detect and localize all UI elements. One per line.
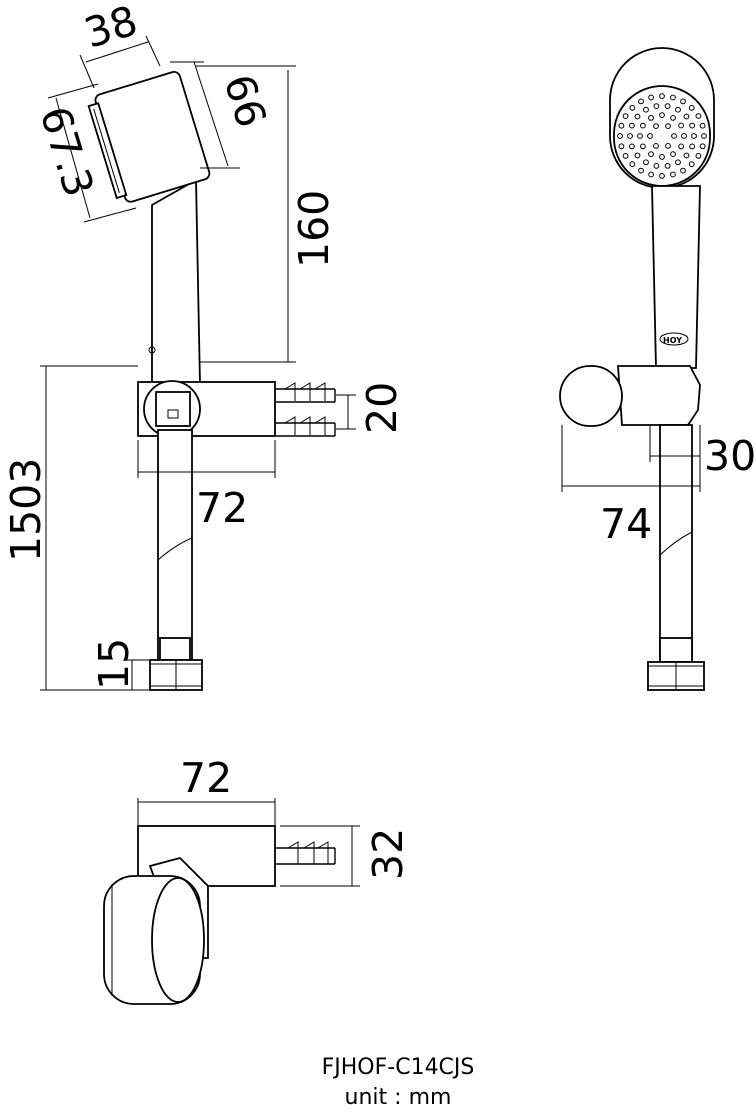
dim-nipple-spacing: 20 [358,382,406,434]
spray-hole [675,106,681,113]
spray-hole [680,98,686,105]
top-dimension-lines [137,798,360,887]
side-view [559,47,715,691]
spray-hole [617,133,623,139]
spray-hole [680,167,686,174]
spray-hole [622,153,629,159]
spray-hole [618,143,625,150]
spray-hole [638,167,644,174]
spray-hole [675,159,681,166]
spray-hole [659,112,665,118]
dim-holder-depth-side: 30 [704,432,756,480]
brand-mark: HOY [663,336,682,345]
spray-hole [695,113,702,119]
spray-hole [670,171,676,178]
spray-hole [683,152,690,159]
spray-hole [670,151,676,158]
spray-hole [659,154,665,160]
spray-hole [618,122,625,129]
side-dimension-lines [561,425,701,492]
spray-holes [617,93,707,179]
spray-hole [634,113,641,120]
unit-label: unit : mm [345,1085,452,1110]
spray-hole [699,143,706,150]
spray-hole [681,133,687,139]
dim-bracket-width-top: 72 [180,754,232,802]
spray-hole [659,173,665,179]
spray-hole [671,133,677,139]
spray-hole [640,122,646,129]
spray-hole [688,104,695,111]
spray-hole [653,143,659,149]
spray-hole [683,113,690,120]
spray-hole [640,143,646,150]
spray-hole [653,103,660,109]
spray-hole [629,143,635,150]
dim-hose-length: 1503 [2,458,50,562]
spray-hole [665,143,671,149]
dim-handle-length: 160 [290,190,338,268]
spray-hole [689,143,695,150]
dim-holder-width: 72 [196,484,248,532]
spray-hole [648,171,654,178]
spray-hole [638,98,644,105]
front-dimension-lines [40,35,356,691]
spray-hole [637,133,643,139]
spray-hole [659,93,665,99]
spray-hole [689,122,695,129]
spray-hole [629,104,636,111]
dim-nut-height: 15 [90,638,138,690]
spray-hole [670,94,676,101]
dim-holder-reach-side: 74 [600,500,652,548]
spray-hole [670,115,676,121]
spray-hole [653,123,659,129]
spray-hole [678,122,684,129]
spray-hole [622,113,629,119]
spray-hole [648,94,654,101]
spray-hole [648,151,654,158]
dim-head-width: 38 [79,0,143,58]
spray-hole [664,163,671,169]
lower-nipple [275,416,336,437]
spray-hole [643,159,649,166]
spray-hole [653,163,660,169]
spray-hole [647,133,653,139]
spray-hole [688,161,695,168]
spray-hole [629,161,636,168]
spray-hole [699,122,706,129]
spray-hole [629,122,635,129]
spray-hole [648,115,654,121]
spray-hole [634,152,641,159]
dim-bracket-depth-top: 32 [364,828,412,880]
spray-hole [665,123,671,129]
upper-nipple [275,382,336,403]
spray-hole [695,153,702,159]
spray-hole [643,106,649,113]
spray-hole [627,133,633,139]
model-number: FJHOF-C14CJS [322,1055,475,1080]
spray-hole [664,103,671,109]
front-view [87,71,336,691]
spray-hole [701,133,707,139]
spray-hole [678,143,684,150]
spray-hole [691,133,697,139]
dim-head-diameter: 66 [214,69,275,133]
top-view [103,825,336,1005]
